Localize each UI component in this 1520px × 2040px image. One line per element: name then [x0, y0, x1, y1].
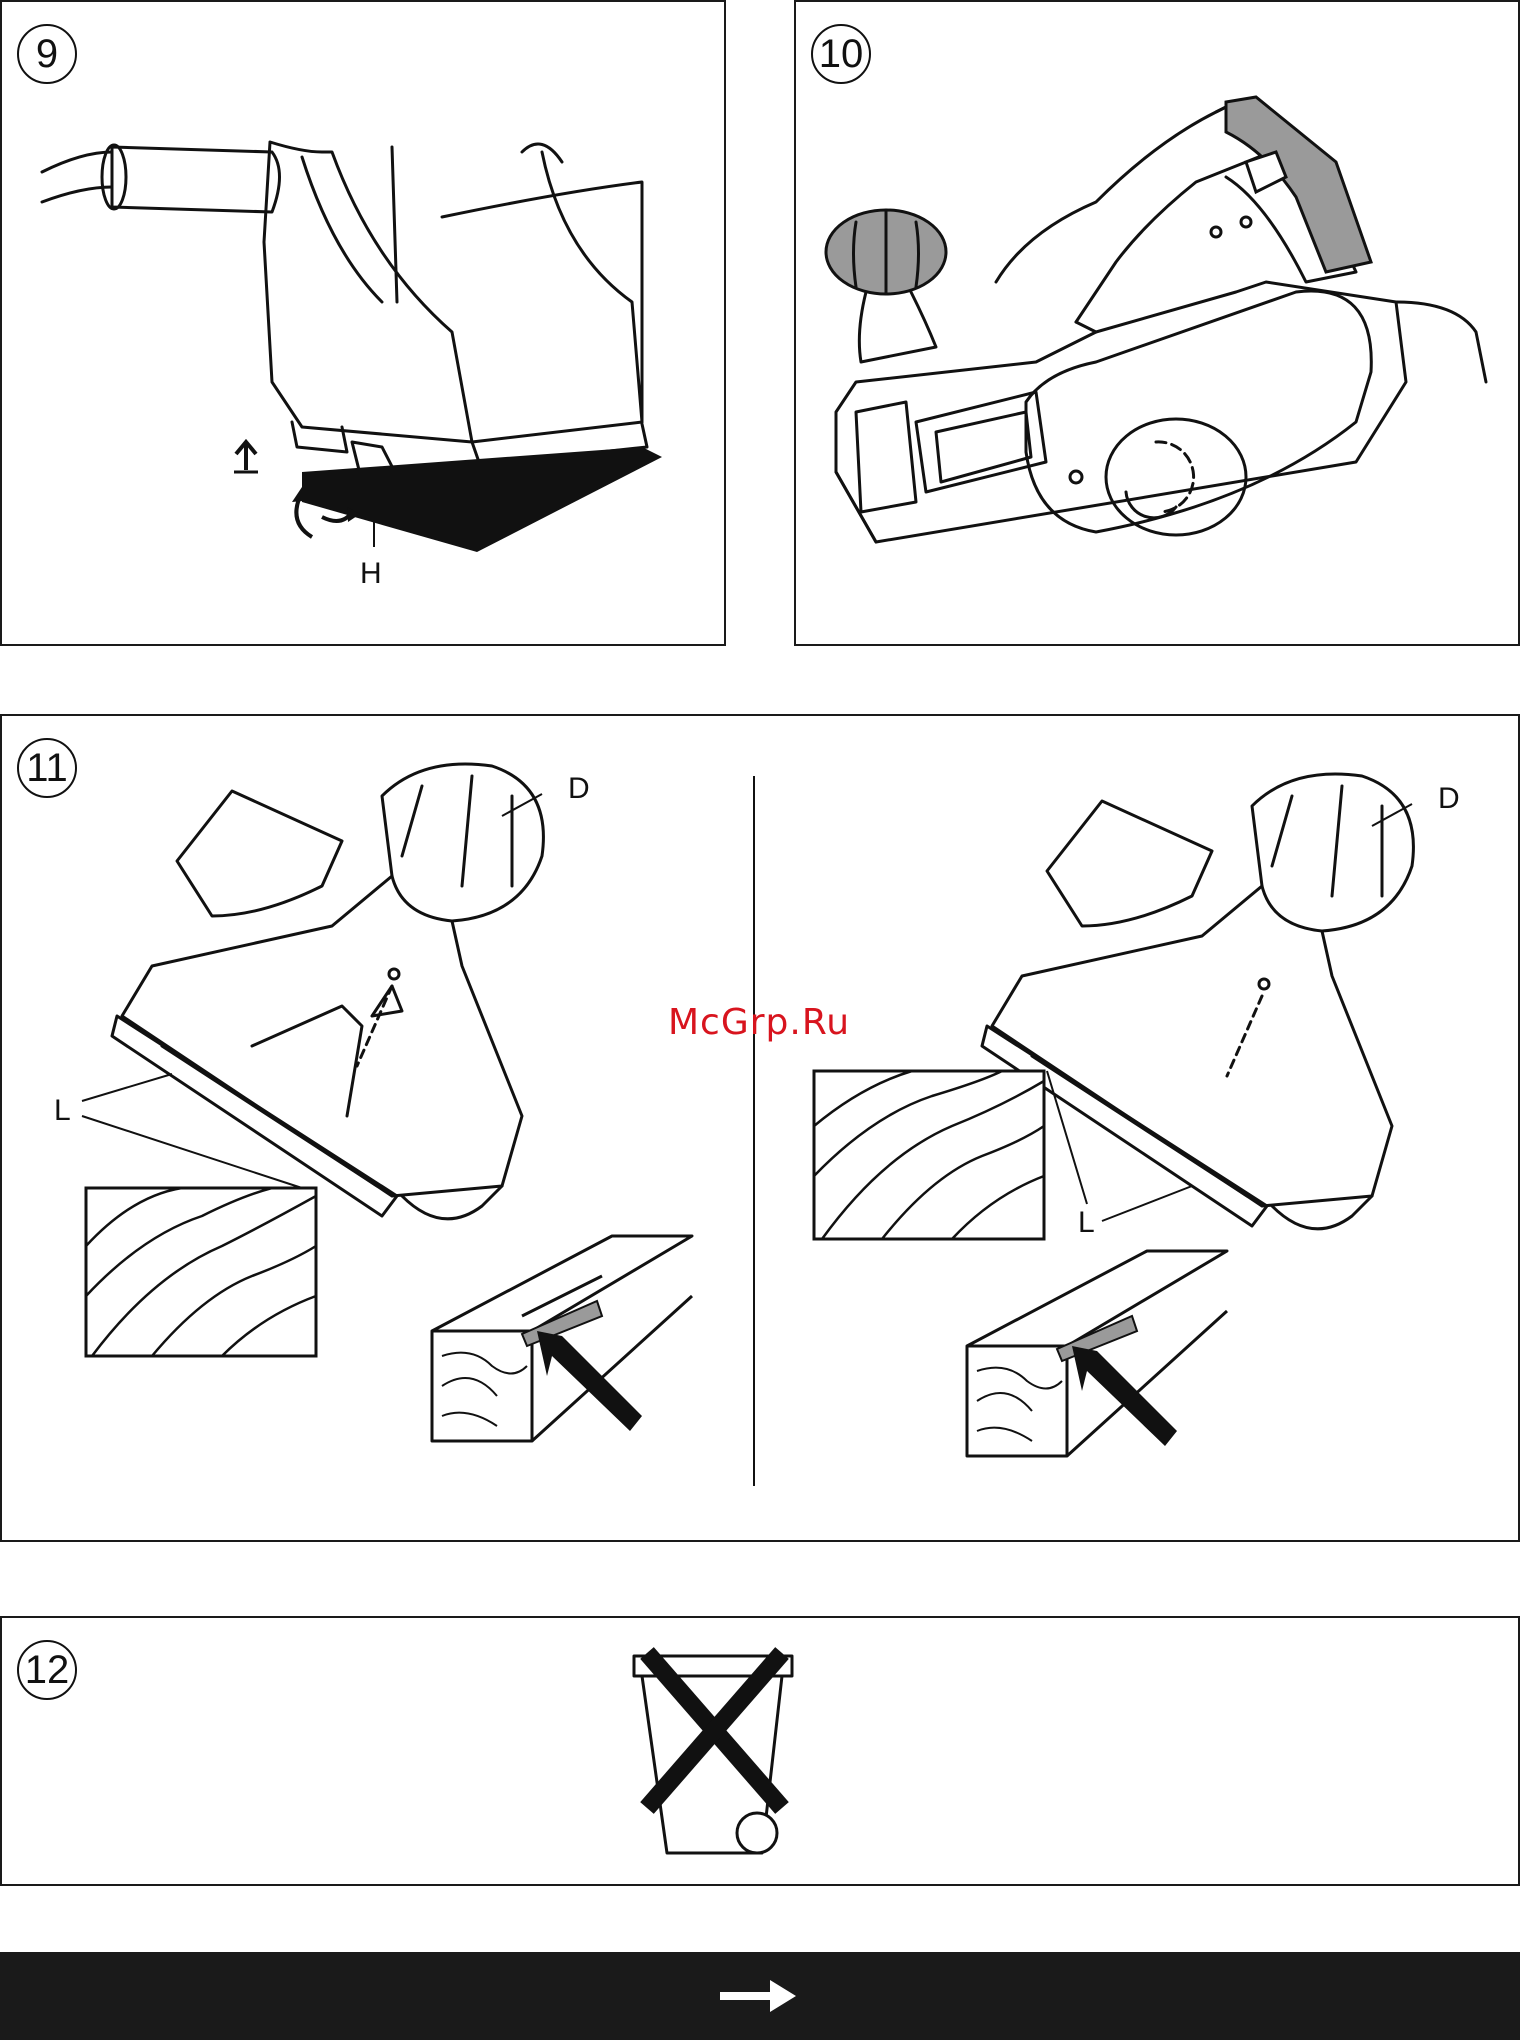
- figure-9-panel: 9: [0, 0, 726, 646]
- chamfering-illustration: [2, 716, 1520, 1542]
- callout-l-right: L: [1078, 1206, 1095, 1240]
- watermark-text: McGrp.Ru: [668, 1002, 850, 1043]
- figure-11-panel: 11: [0, 714, 1520, 1542]
- callout-d-left: D: [568, 772, 590, 806]
- callout-l-left: L: [54, 1094, 71, 1128]
- arrow-right-icon: [720, 1976, 800, 2016]
- figure-12-panel: 12: [0, 1616, 1520, 1886]
- next-page-bar[interactable]: [0, 1952, 1520, 2040]
- planer-depth-adjust-illustration: [2, 2, 726, 646]
- callout-h: H: [360, 557, 382, 591]
- figure-10-panel: 10: [794, 0, 1520, 646]
- callout-d-right: D: [1438, 782, 1460, 816]
- planer-overview-illustration: [796, 2, 1520, 646]
- crossed-out-wheelie-bin-icon: [2, 1618, 1520, 1886]
